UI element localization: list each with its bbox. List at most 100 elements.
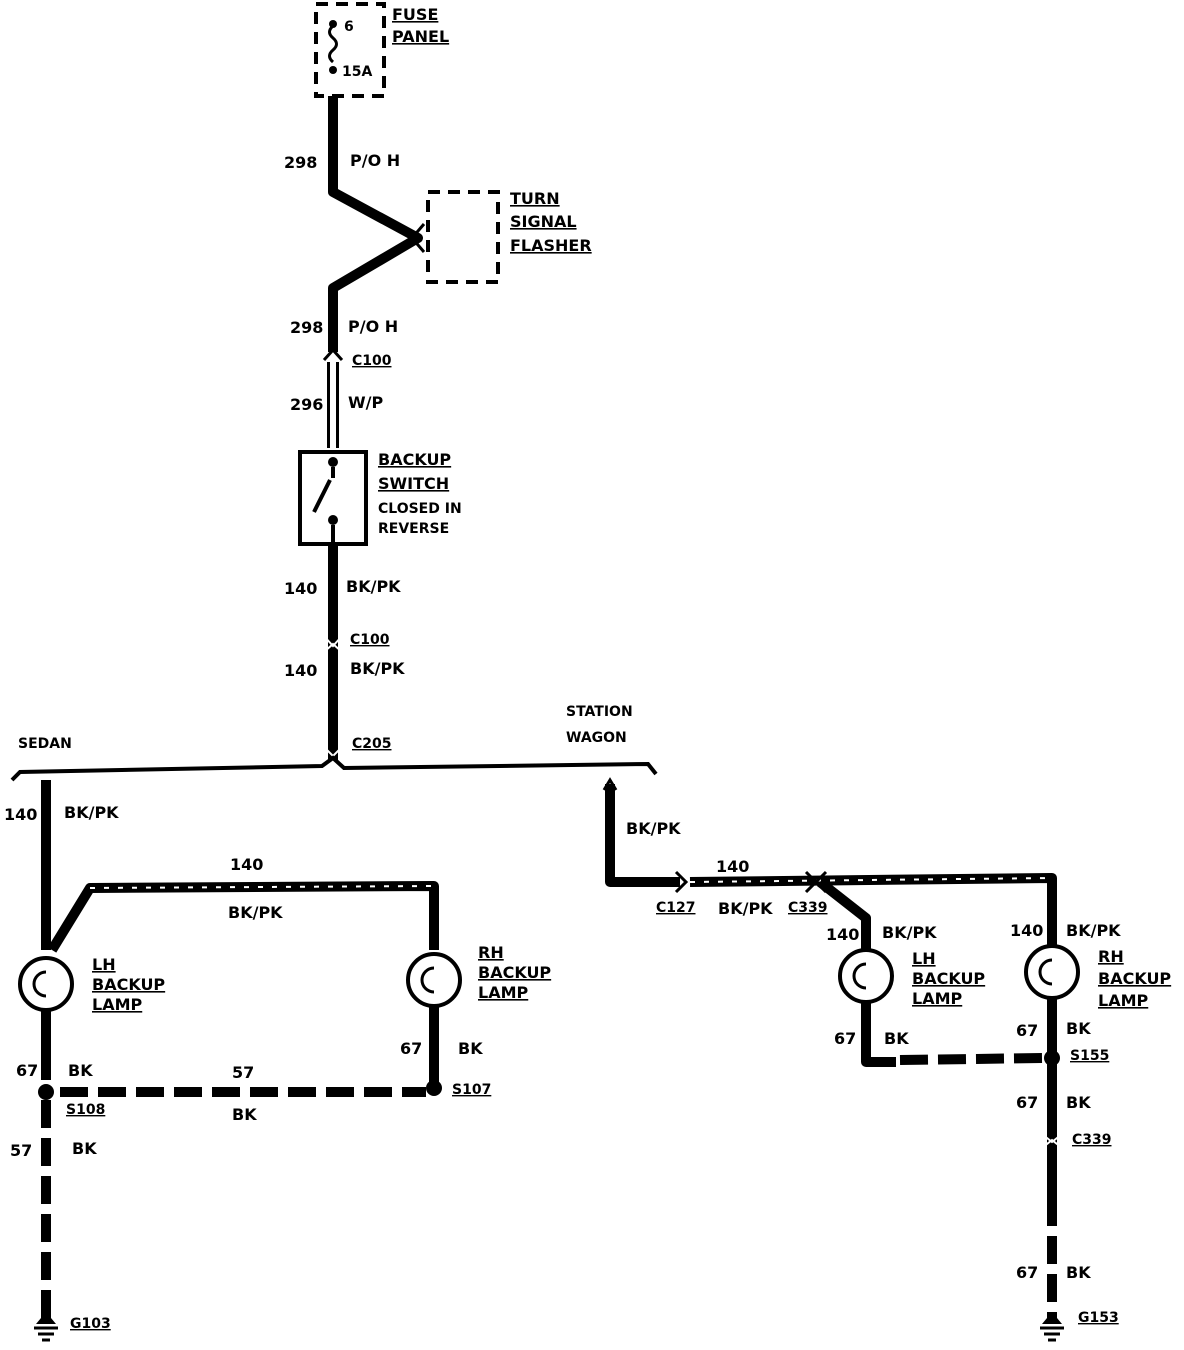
wagon-lh-140-wire — [816, 878, 871, 952]
sedan-lh-lamp-l2: BACKUP — [92, 975, 165, 994]
sedan-circuit: 140 BK/PK 140 BK/PK LH BACKUP LAMP RH BA… — [4, 780, 551, 1342]
sedan-57h-num: 57 — [232, 1063, 254, 1082]
wire-140b-color: BK/PK — [350, 659, 405, 678]
wagon-rh-lamp-icon — [1024, 944, 1080, 1000]
switch-label-1: BACKUP — [378, 450, 451, 469]
switch-note-2: REVERSE — [378, 521, 449, 537]
wire-140a-num: 140 — [284, 579, 317, 598]
wagon-67b-num: 67 — [1016, 1263, 1038, 1282]
wagon-lh-filament-icon — [852, 962, 867, 990]
wagon-67a-num: 67 — [1016, 1093, 1038, 1112]
wire-298a-color: P/O H — [350, 151, 400, 170]
c339b-connector-icon — [1041, 1133, 1063, 1149]
flasher-label-2: SIGNAL — [510, 212, 577, 231]
wire-298b-num: 298 — [290, 318, 323, 337]
switch-blade-icon — [312, 479, 332, 513]
wagon-wire-140-h — [689, 873, 1057, 952]
c100a-label: C100 — [352, 353, 392, 369]
wagon-lh-67-num: 67 — [834, 1029, 856, 1048]
s107-label: S107 — [452, 1082, 491, 1098]
sedan-lh-67-color: BK — [68, 1061, 93, 1080]
s107-splice-dot — [426, 1080, 442, 1096]
turn-signal-flasher: TURN SIGNAL FLASHER — [426, 189, 592, 284]
flasher-label-3: FLASHER — [510, 236, 592, 255]
fuse-panel: 6 15A FUSE PANEL — [314, 2, 449, 98]
wagon-connector-top-icon — [602, 777, 618, 791]
wagon-rh-lamp-l2: BACKUP — [1098, 969, 1171, 988]
sedan-140h-num: 140 — [230, 855, 263, 874]
c127-connector-icon — [674, 870, 689, 894]
c127-label: C127 — [656, 900, 696, 916]
branch-sedan-label: SEDAN — [18, 736, 72, 752]
sedan-lh-lamp-icon — [18, 956, 74, 1012]
c100b-label: C100 — [350, 632, 390, 648]
backup-switch: BACKUP SWITCH CLOSED IN REVERSE — [298, 450, 462, 546]
wagon-lh-lamp-l3: LAMP — [912, 989, 963, 1008]
g153-label: G153 — [1078, 1310, 1119, 1326]
wagon-140h-num: 140 — [716, 857, 749, 876]
wire-140-trunk: 140 BK/PK C100 140 BK/PK C205 — [284, 546, 405, 760]
wagon-lh-lamp-l1: LH — [912, 949, 936, 968]
c339a-label: C339 — [788, 900, 828, 916]
g153-ground-icon — [1040, 1312, 1064, 1342]
s155-label: S155 — [1070, 1048, 1109, 1064]
wagon-lh-140-num: 140 — [826, 925, 859, 944]
c100a-connector-icon — [322, 347, 344, 362]
branch-bracket-line — [10, 755, 658, 782]
switch-contact-top — [328, 457, 338, 467]
switch-note-1: CLOSED IN — [378, 501, 462, 517]
sedan-lh-lamp-l1: LH — [92, 955, 116, 974]
fuse-cavity: 6 — [344, 19, 354, 35]
wire-296-num: 296 — [290, 395, 323, 414]
wagon-rh-filament-icon — [1038, 958, 1053, 986]
wagon-rh-67-color: BK — [1066, 1019, 1091, 1038]
switch-label-2: SWITCH — [378, 474, 449, 493]
wagon-lh-ground-wire — [861, 1002, 896, 1067]
sedan-57g-num: 57 — [10, 1141, 32, 1160]
sedan-rh-67-color: BK — [458, 1039, 483, 1058]
wire-140b-num: 140 — [284, 661, 317, 680]
fuse-terminal-top — [329, 20, 337, 28]
fuse-element-icon — [328, 24, 338, 64]
wagon-140h-color: BK/PK — [718, 899, 773, 918]
g103-label: G103 — [70, 1316, 111, 1332]
sedan-rh-lamp-l2: BACKUP — [478, 963, 551, 982]
sedan-57h-color: BK — [232, 1105, 257, 1124]
branch-wagon-label-1: STATION — [566, 704, 633, 720]
branch-bracket: SEDAN STATION WAGON — [10, 704, 658, 782]
flasher-terminal-icon — [410, 223, 426, 253]
sedan-rh-filament-icon — [420, 966, 435, 994]
s155-splice-dot — [1044, 1050, 1060, 1066]
sedan-140h-color: BK/PK — [228, 903, 283, 922]
wagon-wire-140-stripe — [689, 877, 1053, 883]
s108-label: S108 — [66, 1102, 105, 1118]
c205-label: C205 — [352, 736, 392, 752]
fuse-terminal-bottom — [329, 66, 337, 74]
fuse-panel-label-2: PANEL — [392, 27, 449, 46]
wagon-lh-lamp-l2: BACKUP — [912, 969, 985, 988]
wagon-lh-67-color: BK — [884, 1029, 909, 1048]
sedan-wire-140-stripe — [89, 885, 435, 889]
fuse-panel-box — [314, 2, 386, 98]
wagon-wire-vert — [605, 784, 680, 887]
wagon-rh-lamp-l3: LAMP — [1098, 991, 1149, 1010]
branch-wagon-label-2: WAGON — [566, 730, 627, 746]
switch-contact-bottom — [328, 515, 338, 525]
sedan-rh-lamp-l1: RH — [478, 943, 504, 962]
sedan-140-color: BK/PK — [64, 803, 119, 822]
c100b-connector-icon — [323, 635, 343, 653]
main-trunk: 298 P/O H 298 P/O H C100 296 W/P — [284, 96, 426, 448]
wagon-rh-140-color: BK/PK — [1066, 921, 1121, 940]
sedan-lh-67-num: 67 — [16, 1061, 38, 1080]
sedan-rh-67-num: 67 — [400, 1039, 422, 1058]
wagon-ground-h-wire — [899, 1053, 1045, 1065]
wire-296-color: W/P — [348, 393, 383, 412]
wagon-lh-140-color: BK/PK — [882, 923, 937, 942]
flasher-box — [426, 190, 500, 284]
wagon-rh-67-num: 67 — [1016, 1021, 1038, 1040]
wagon-lh-lamp-icon — [838, 948, 894, 1004]
wagon-circuit: BK/PK C127 C339 140 BK/PK 140 BK/PK 140 … — [602, 777, 1171, 1342]
wagon-vert-color: BK/PK — [626, 819, 681, 838]
sedan-140-num: 140 — [4, 805, 37, 824]
